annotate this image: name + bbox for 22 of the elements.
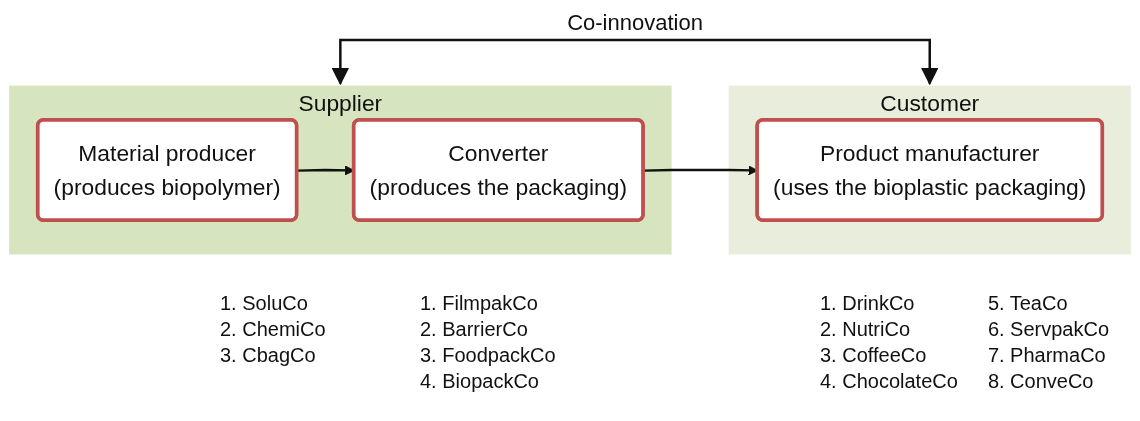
list-item: 1. FilmpakCo: [420, 291, 539, 316]
list-item: 8. ConveCo: [987, 369, 1095, 394]
process-box: Material producer (produces biopolymer): [35, 118, 299, 222]
edge-label: Co-innovation: [567, 10, 703, 35]
list-item: 1. DrinkCo: [820, 291, 916, 316]
list-item: 5. TeaCo: [987, 291, 1069, 316]
group-title: Supplier: [298, 90, 383, 116]
group-title: Customer: [880, 90, 980, 116]
list-item: 3. CbagCo: [220, 343, 317, 368]
list-item: 1. SoluCo: [220, 291, 309, 316]
list-item: 2. ChemiCo: [220, 317, 326, 342]
arrow: [331, 38, 939, 86]
list-item: 7. PharmaCo: [987, 343, 1107, 368]
list-item: 3. CoffeeCo: [820, 343, 928, 368]
list-item: 2. BarrierCo: [420, 317, 529, 342]
list-item: 4. ChocolateCo: [820, 369, 958, 394]
process-box: Converter (produces the packaging): [351, 118, 645, 222]
list-item: 2. NutriCo: [820, 317, 912, 342]
list-item: 6. ServpakCo: [987, 317, 1111, 342]
list-item: 4. BiopackCo: [420, 369, 540, 394]
list-item: 3. FoodpackCo: [420, 343, 556, 368]
process-box: Product manufacturer (uses the bioplastic packaging): [755, 118, 1105, 222]
